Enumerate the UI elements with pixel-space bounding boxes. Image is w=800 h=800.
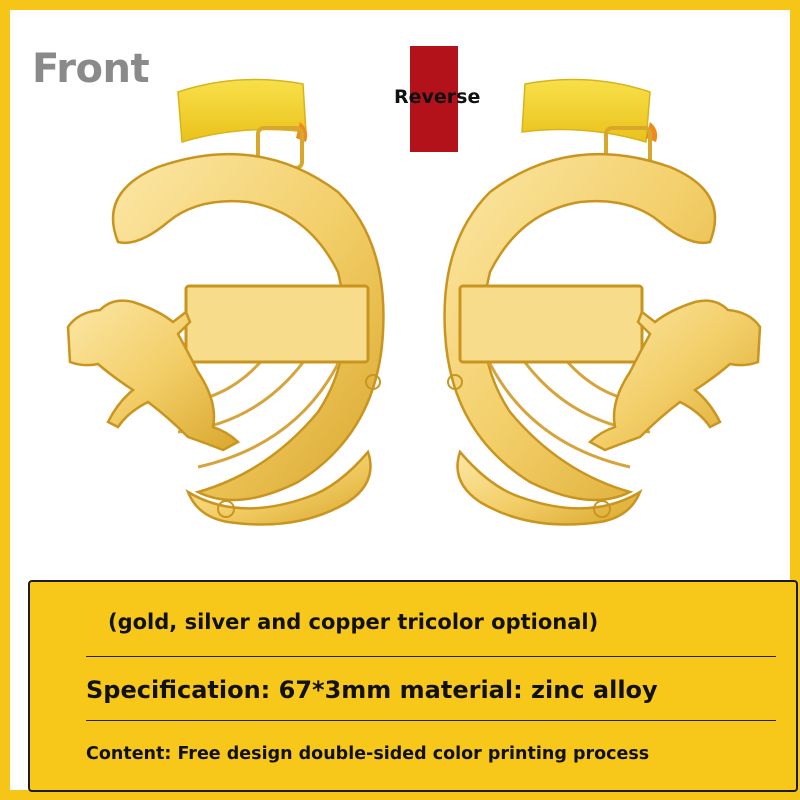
- reverse-label: Reverse: [394, 86, 481, 108]
- divider: [86, 656, 776, 657]
- medal-back-icon: [443, 78, 762, 526]
- medal-front-icon: [66, 78, 385, 526]
- reverse-tag: [410, 46, 458, 152]
- color-options-text: (gold, silver and copper tricolor option…: [108, 610, 599, 634]
- specification-text: Specification: 67*3mm material: zinc all…: [86, 676, 658, 704]
- divider: [86, 720, 776, 721]
- content-text: Content: Free design double-sided color …: [86, 744, 650, 764]
- spec-panel: (gold, silver and copper tricolor option…: [28, 580, 798, 792]
- front-label: Front: [32, 46, 150, 92]
